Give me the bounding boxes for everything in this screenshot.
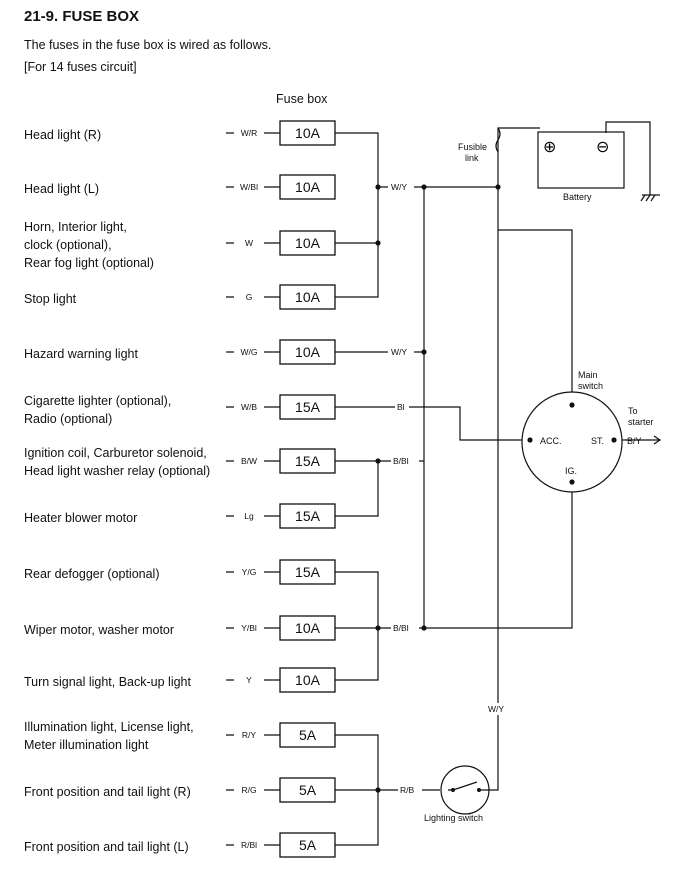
wire-color-label: W/R: [241, 128, 258, 138]
lighting-switch-label: Lighting switch: [424, 813, 483, 823]
plus-terminal-icon: ⊕: [543, 137, 556, 156]
circuit-label: Cigarette lighter (optional), Radio (opt…: [24, 394, 172, 426]
circuit-label: Front position and tail light (L): [24, 840, 189, 854]
circuit-label: Hazard warning light: [24, 347, 138, 361]
wire-color-label: Lg: [244, 511, 254, 521]
wire-color-label: W/B: [241, 402, 257, 412]
ig-terminal: IG.: [565, 466, 577, 476]
acc-terminal: ACC.: [540, 436, 562, 446]
fuse-rating: 5A: [299, 727, 317, 743]
bus-group-wiper: [335, 571, 379, 681]
fuse-rating: 10A: [295, 672, 321, 688]
fuse-rating: 15A: [295, 564, 321, 580]
fuse-rating: 10A: [295, 344, 321, 360]
intro-text: The fuses in the fuse box is wired as fo…: [24, 38, 272, 52]
battery-label: Battery: [563, 192, 592, 202]
fuse-box: [279, 667, 336, 693]
circuit-label: Head light (L): [24, 182, 100, 196]
circuit-label: Wiper motor, washer motor: [24, 623, 175, 637]
to-starter-label-2: starter: [628, 417, 654, 427]
main-switch-label-2: switch: [578, 381, 603, 391]
fuse-box: [279, 832, 336, 858]
wire-color-label: R/Y: [242, 730, 257, 740]
circuit-label: Head light (R): [24, 128, 102, 142]
circuit-note: [For 14 fuses circuit]: [24, 60, 137, 74]
wire-color-label: W/Bl: [240, 182, 258, 192]
circuit-label: Illumination light, License light, Meter…: [24, 720, 194, 752]
fuse-rating: 5A: [299, 837, 317, 853]
page-title: 21-9. FUSE BOX: [24, 8, 140, 25]
wire-color-label: W: [245, 238, 253, 248]
fuse-rating: 10A: [295, 125, 321, 141]
to-starter-label-1: To: [628, 406, 638, 416]
bus-group-ign: [335, 460, 379, 517]
battery-icon: [537, 131, 625, 189]
wire-label-bl: Bl: [397, 402, 405, 412]
fuse-box: [279, 174, 336, 200]
fusible-label-2: link: [465, 153, 479, 163]
wire-main-switch-feed: [497, 187, 573, 405]
wire-color-label: Y/Bl: [241, 623, 257, 633]
st-terminal: ST.: [591, 436, 604, 446]
bus-group-1: [335, 132, 379, 298]
wire-ig-down: [424, 482, 573, 629]
fuse-box: [279, 394, 336, 420]
wire-label-wy-hazard: W/Y: [391, 347, 407, 357]
fusible-link-icon: [495, 127, 501, 153]
wire-label-wy-top: W/Y: [391, 182, 407, 192]
fuse-rating: 15A: [295, 453, 321, 469]
wire-wy-light: [490, 230, 499, 791]
wire-bl-acc: [335, 406, 530, 441]
fuse-rating: 10A: [295, 620, 321, 636]
fuse-box-label: Fuse box: [276, 92, 328, 106]
wire-label-bbl-wiper: B/Bl: [393, 623, 409, 633]
circuit-label: Stop light: [24, 292, 77, 306]
fuse-rating: 10A: [295, 179, 321, 195]
wire-color-label: Y/G: [242, 567, 257, 577]
starter-wire-label: B/Y: [627, 436, 642, 446]
fuse-rating: 5A: [299, 782, 317, 798]
fuse-box: [279, 503, 336, 529]
wire-color-label: W/G: [241, 347, 258, 357]
wire-label-bbl-ign: B/Bl: [393, 456, 409, 466]
wire-battery-ground: [605, 121, 651, 195]
fuse-box: [279, 120, 336, 146]
fuse-rating: 10A: [295, 235, 321, 251]
main-switch-label-1: Main: [578, 370, 598, 380]
wire-color-label: R/G: [241, 785, 256, 795]
fuse-box: [279, 615, 336, 641]
circuit-label: Front position and tail light (R): [24, 785, 191, 799]
starter-arrow: [653, 435, 662, 445]
fuse-box: [279, 339, 336, 365]
wire-label-rb: R/B: [400, 785, 415, 795]
fuse-rating: 15A: [295, 399, 321, 415]
fuse-box: [279, 230, 336, 256]
fuse-rating: 10A: [295, 289, 321, 305]
wire-color-label: R/Bl: [241, 840, 257, 850]
wire-fusible: [497, 127, 540, 187]
fuse-box: [279, 777, 336, 803]
circuit-label: Horn, Interior light, clock (optional), …: [24, 220, 154, 270]
circuit-label: Rear defogger (optional): [24, 567, 160, 581]
fuse-box: [279, 722, 336, 748]
wire-color-label: B/W: [241, 456, 257, 466]
minus-terminal-icon: ⊖: [596, 137, 609, 156]
fusible-label-1: Fusible: [458, 142, 487, 152]
fuse-rating: 15A: [295, 508, 321, 524]
wire-color-label: Y: [246, 675, 252, 685]
wire-color-label: G: [246, 292, 253, 302]
circuit-label: Turn signal light, Back-up light: [24, 675, 191, 689]
main-switch-icon: [521, 391, 623, 493]
circuit-label: Ignition coil, Carburetor solenoid, Head…: [24, 446, 211, 478]
circuit-label: Heater blower motor: [24, 511, 138, 525]
ground-icon: [640, 194, 660, 202]
wire-label-wy-light: W/Y: [488, 704, 504, 714]
